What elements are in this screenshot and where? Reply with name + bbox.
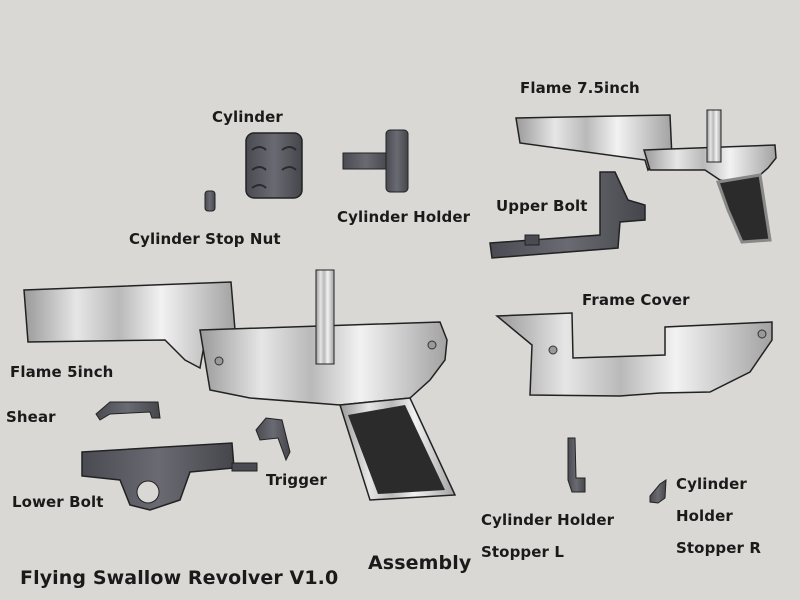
cylinder-holder-stopper-l-part: [567, 437, 586, 493]
diagram-title: Flying Swallow Revolver V1.0: [20, 567, 339, 589]
upper-bolt-part: [489, 171, 646, 259]
label-cylinder-holder-stopper-l-line2: Stopper L: [481, 543, 565, 561]
label-cylinder: Cylinder: [212, 108, 283, 126]
cylinder-part: [245, 132, 303, 199]
cylinder-holder-stopper-r-part: [649, 479, 667, 504]
label-flame-7-5inch: Flame 7.5inch: [520, 79, 640, 97]
lower-bolt-part: [81, 442, 258, 511]
diagram-subtitle: Assembly: [368, 552, 472, 574]
label-cylinder-holder: Cylinder Holder: [337, 208, 471, 226]
cylinder-holder-part: [342, 129, 409, 193]
label-upper-bolt: Upper Bolt: [496, 197, 588, 215]
label-lower-bolt: Lower Bolt: [12, 493, 104, 511]
label-cylinder-holder-stopper-r-line3: Stopper R: [676, 539, 761, 557]
label-cylinder-holder-stopper-r-line1: Cylinder: [676, 475, 747, 493]
shear-part: [95, 401, 161, 421]
label-cylinder-stop-nut: Cylinder Stop Nut: [129, 230, 281, 248]
label-flame-5inch: Flame 5inch: [10, 363, 114, 381]
label-trigger: Trigger: [266, 471, 327, 489]
label-cylinder-holder-stopper-r-line2: Holder: [676, 507, 733, 525]
cylinder-stop-nut-part: [204, 190, 216, 212]
flame-5-part: [23, 269, 457, 501]
flame-7-5-part: [515, 109, 777, 244]
label-cylinder-holder-stopper-l-line1: Cylinder Holder: [481, 511, 615, 529]
trigger-part: [255, 417, 291, 462]
frame-cover-part: [495, 312, 773, 397]
label-shear: Shear: [6, 408, 56, 426]
label-frame-cover: Frame Cover: [582, 291, 690, 309]
